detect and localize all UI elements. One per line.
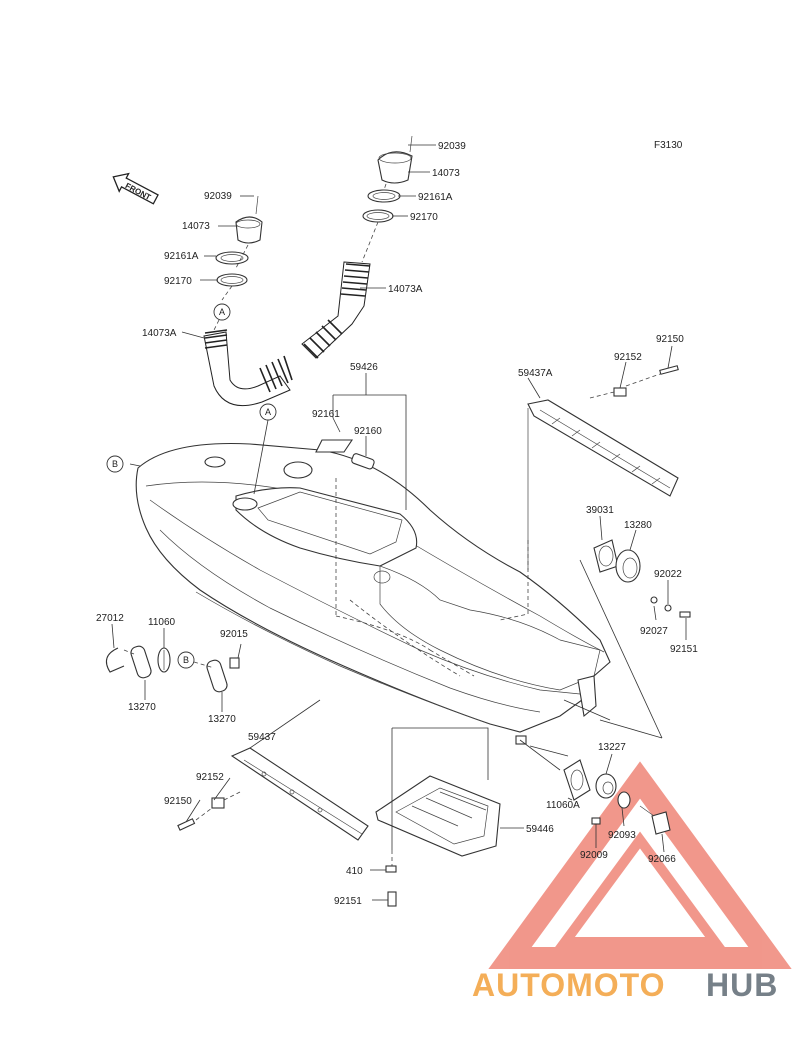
svg-text:B: B <box>112 459 118 469</box>
label-92161: 92161 <box>312 409 340 420</box>
label-59426: 59426 <box>350 362 378 373</box>
label-59437: 59437 <box>248 732 276 743</box>
label-27012: 27012 <box>96 613 124 624</box>
label-13270-right: 13270 <box>208 714 236 725</box>
label-92093: 92093 <box>608 830 636 841</box>
label-92022: 92022 <box>654 569 682 580</box>
label-92150-bottom: 92150 <box>164 796 192 807</box>
label-92066: 92066 <box>648 854 676 865</box>
marker-a-top: A <box>213 303 231 321</box>
leader-lines <box>111 144 687 901</box>
label-92039-top: 92039 <box>438 141 466 152</box>
label-92150-top: 92150 <box>656 334 684 345</box>
svg-text:B: B <box>183 655 189 665</box>
label-14073-left: 14073 <box>182 221 210 232</box>
label-92027: 92027 <box>640 626 668 637</box>
label-92170-left: 92170 <box>164 276 192 287</box>
label-92151-bottom: 92151 <box>334 896 362 907</box>
label-59446: 59446 <box>526 824 554 835</box>
watermark-logo <box>488 761 792 969</box>
label-14073A-right: 14073A <box>388 284 423 295</box>
label-92161A-left: 92161A <box>164 251 199 262</box>
rail-59437A <box>527 365 679 570</box>
label-11060A: 11060A <box>546 800 580 811</box>
label-14073A-left: 14073A <box>142 328 177 339</box>
figure-code: F3130 <box>654 140 683 151</box>
hidden-lines <box>335 478 529 677</box>
label-92015: 92015 <box>220 629 248 640</box>
vent-group <box>579 539 691 739</box>
marker-a-hull: A <box>259 403 277 421</box>
svg-text:A: A <box>219 307 225 317</box>
label-410: 410 <box>346 866 363 877</box>
label-92009: 92009 <box>580 850 608 861</box>
right-intake-assembly <box>301 135 413 359</box>
left-intake-assembly <box>203 195 293 406</box>
skid-plate-59446 <box>375 727 501 907</box>
label-92039-left: 92039 <box>204 191 232 202</box>
label-92161A-top: 92161A <box>418 192 453 203</box>
marker-b-hook: B <box>177 651 195 669</box>
label-11060: 11060 <box>148 617 176 628</box>
cover-kit-59426 <box>315 373 407 510</box>
label-13270-left: 13270 <box>128 702 156 713</box>
label-92152-bottom: 92152 <box>196 772 224 783</box>
label-39031: 39031 <box>586 505 614 516</box>
hull <box>135 442 611 745</box>
label-13227: 13227 <box>598 742 626 753</box>
front-arrow-icon: FRONT <box>112 172 159 205</box>
label-92151-right: 92151 <box>670 644 698 655</box>
label-59437A: 59437A <box>518 368 553 379</box>
drain-group <box>519 699 671 835</box>
marker-b-hull: B <box>106 455 124 473</box>
rail-59437 <box>177 699 369 841</box>
label-92152-top: 92152 <box>614 352 642 363</box>
tow-hook-group <box>105 643 242 693</box>
label-14073-top: 14073 <box>432 168 460 179</box>
label-13280: 13280 <box>624 520 652 531</box>
watermark-part1: AUTOMOTO <box>472 967 665 1003</box>
label-92160: 92160 <box>354 426 382 437</box>
watermark-part2: HUB <box>706 967 778 1003</box>
label-92170-top: 92170 <box>410 212 438 223</box>
part-labels: 92039 14073 92161A 92170 14073A 92039 14… <box>96 141 698 907</box>
watermark-text: AUTOMOTO HUB <box>472 967 778 1003</box>
svg-text:A: A <box>265 407 271 417</box>
